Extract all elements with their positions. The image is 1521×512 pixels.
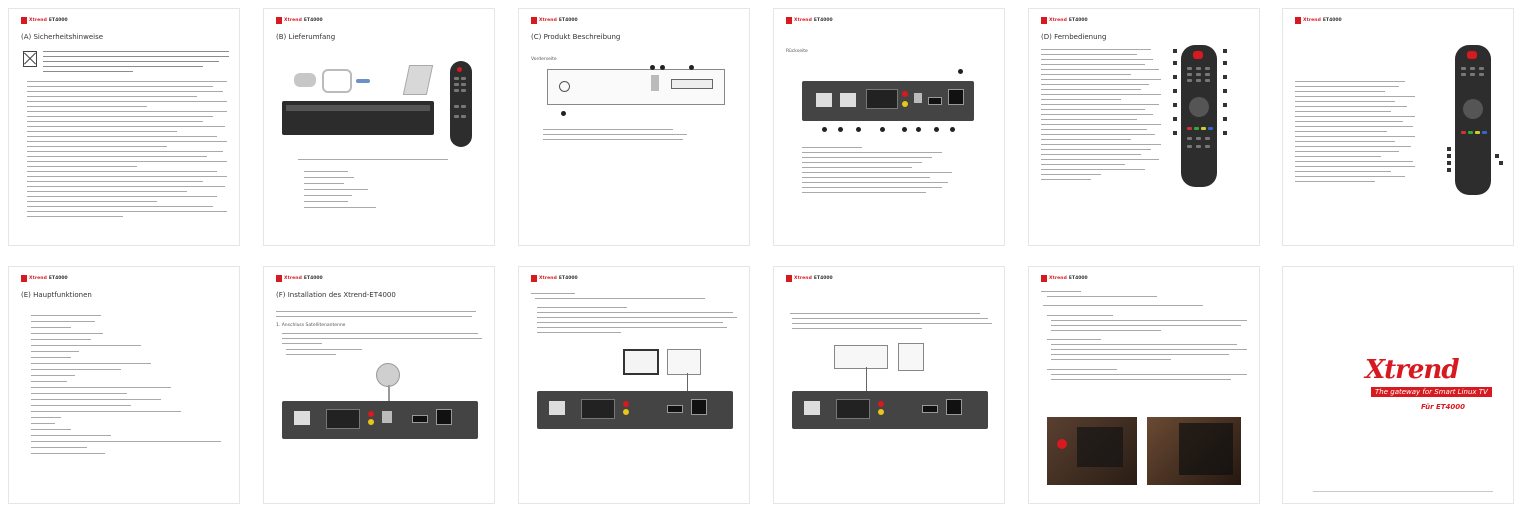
page-title: (A) Sicherheitshinweise (21, 33, 104, 41)
card-slot (671, 79, 713, 89)
cable-line (866, 367, 867, 397)
dish-cable (388, 385, 390, 409)
batteries-image (356, 79, 370, 83)
tv-image (623, 349, 659, 375)
receiver-front-face (286, 105, 430, 111)
power-button-icon (559, 81, 570, 92)
scart-port (326, 409, 360, 429)
hdmi-port (412, 415, 428, 423)
front-display (651, 75, 659, 91)
subheading-front: Vorderseite (531, 57, 557, 62)
page-title: (C) Produkt Beschreibung (531, 33, 621, 41)
cover-brand-logo: Xtrend (1365, 355, 1460, 385)
page-title: (F) Installation des Xtrend-ET4000 (276, 291, 396, 299)
av-cable-diagram (834, 345, 888, 369)
install-subheading: 1. Anschluss Satellitenantenne (276, 323, 346, 328)
nav-ring (1189, 97, 1209, 117)
ethernet-port (691, 399, 707, 415)
page-title: (D) Fernbedienung (1041, 33, 1107, 41)
manual-booklet-image (402, 65, 434, 95)
hdmi-port (922, 405, 938, 413)
cable-image (322, 69, 352, 93)
power-adapter-image (294, 73, 316, 87)
hdmi-port (667, 405, 683, 413)
cable-line (687, 373, 688, 399)
nav-ring (1463, 99, 1483, 119)
cover-for-model: Für ET4000 (1421, 403, 1466, 411)
page-title: (B) Lieferumfang (276, 33, 336, 41)
scart-port (581, 399, 615, 419)
cover-tagline: The gateway for Smart Linux TV (1371, 387, 1492, 397)
ethernet-port (946, 399, 962, 415)
weee-bin-icon (23, 51, 37, 67)
subheading-back: Rückseite (786, 49, 808, 54)
satellite-dish-image (376, 363, 400, 387)
manual-page-cover: Xtrend The gateway for Smart Linux TV Fü… (1282, 266, 1514, 504)
menu-overlay (1179, 423, 1233, 475)
scart-port (836, 399, 870, 419)
scart-port (866, 89, 898, 109)
ethernet-port (948, 89, 964, 105)
hdmi-port (928, 97, 942, 105)
tv-av-box (898, 343, 924, 371)
menu-overlay (1077, 427, 1123, 467)
remote-diagram (1455, 45, 1491, 195)
remote-image (450, 61, 472, 147)
ethernet-port (436, 409, 452, 425)
page-title: (E) Hauptfunktionen (21, 291, 92, 299)
hdmi-cable-box (667, 349, 701, 375)
